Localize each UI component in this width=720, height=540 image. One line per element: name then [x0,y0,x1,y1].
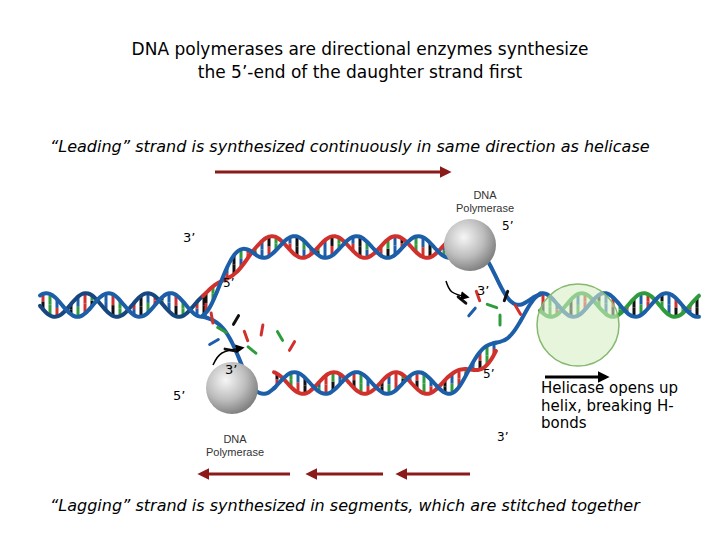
dna-strand [203,236,461,296]
polymerase-body [444,219,496,271]
dna-strand [203,236,461,315]
strand-end: 5’ [502,219,513,233]
free-nucleotide [290,342,295,351]
node-outline [536,283,620,367]
dna-strand [494,294,542,343]
helicase-circle: Helicase opens up helix, breaking H-bond… [536,283,620,367]
free-nucleotide [210,340,219,345]
direction-arrow [399,473,470,476]
strand-end: 5’ [223,276,234,290]
enzyme-label: DNA Polymerase [203,433,267,459]
helicase-body [537,284,619,366]
dna-strand [40,293,205,317]
free-nucleotide [487,304,496,307]
polymerase-body [206,362,258,414]
polymerase-sphere: DNA Polymerase [443,218,497,272]
movement-arrow [446,281,467,297]
free-nucleotide [469,308,475,316]
strand-end: 3’ [477,283,489,299]
strand-end: 3’ [497,430,508,444]
free-nucleotide [211,313,213,323]
enzyme-label: DNA Polymerase [453,189,517,215]
direction-arrow [545,376,606,379]
dna-strand [274,351,496,394]
node-outline [443,218,497,272]
diagram-title: DNA polymerases are directional enzymes … [130,38,590,84]
free-nucleotide [458,297,466,303]
free-nucleotide [261,325,263,335]
strand-note: “Lagging” strand is synthesized in segme… [50,496,720,515]
free-nucleotide [244,331,247,340]
dna-helix-group [40,236,699,394]
dna-strand [40,293,205,317]
free-nucleotide [218,328,227,333]
free-nucleotide [278,332,283,341]
direction-arrow [201,473,290,476]
helicase-note: Helicase opens up helix, breaking H-bond… [541,380,706,433]
strand-note: “Leading” strand is synthesized continuo… [50,137,720,156]
free-nucleotide [499,315,502,325]
free-nucleotide [516,306,521,315]
free-nucleotide [504,291,507,300]
free-nucleotide [234,316,239,325]
direction-arrow [309,473,383,476]
strand-end: 5’ [483,367,494,381]
strand-end: 3’ [183,230,195,246]
dna-strand [274,343,496,394]
free-nucleotide [248,347,256,353]
direction-arrow [215,171,448,174]
strand-end: 3’ [225,362,237,378]
strand-end: 5’ [173,388,185,404]
